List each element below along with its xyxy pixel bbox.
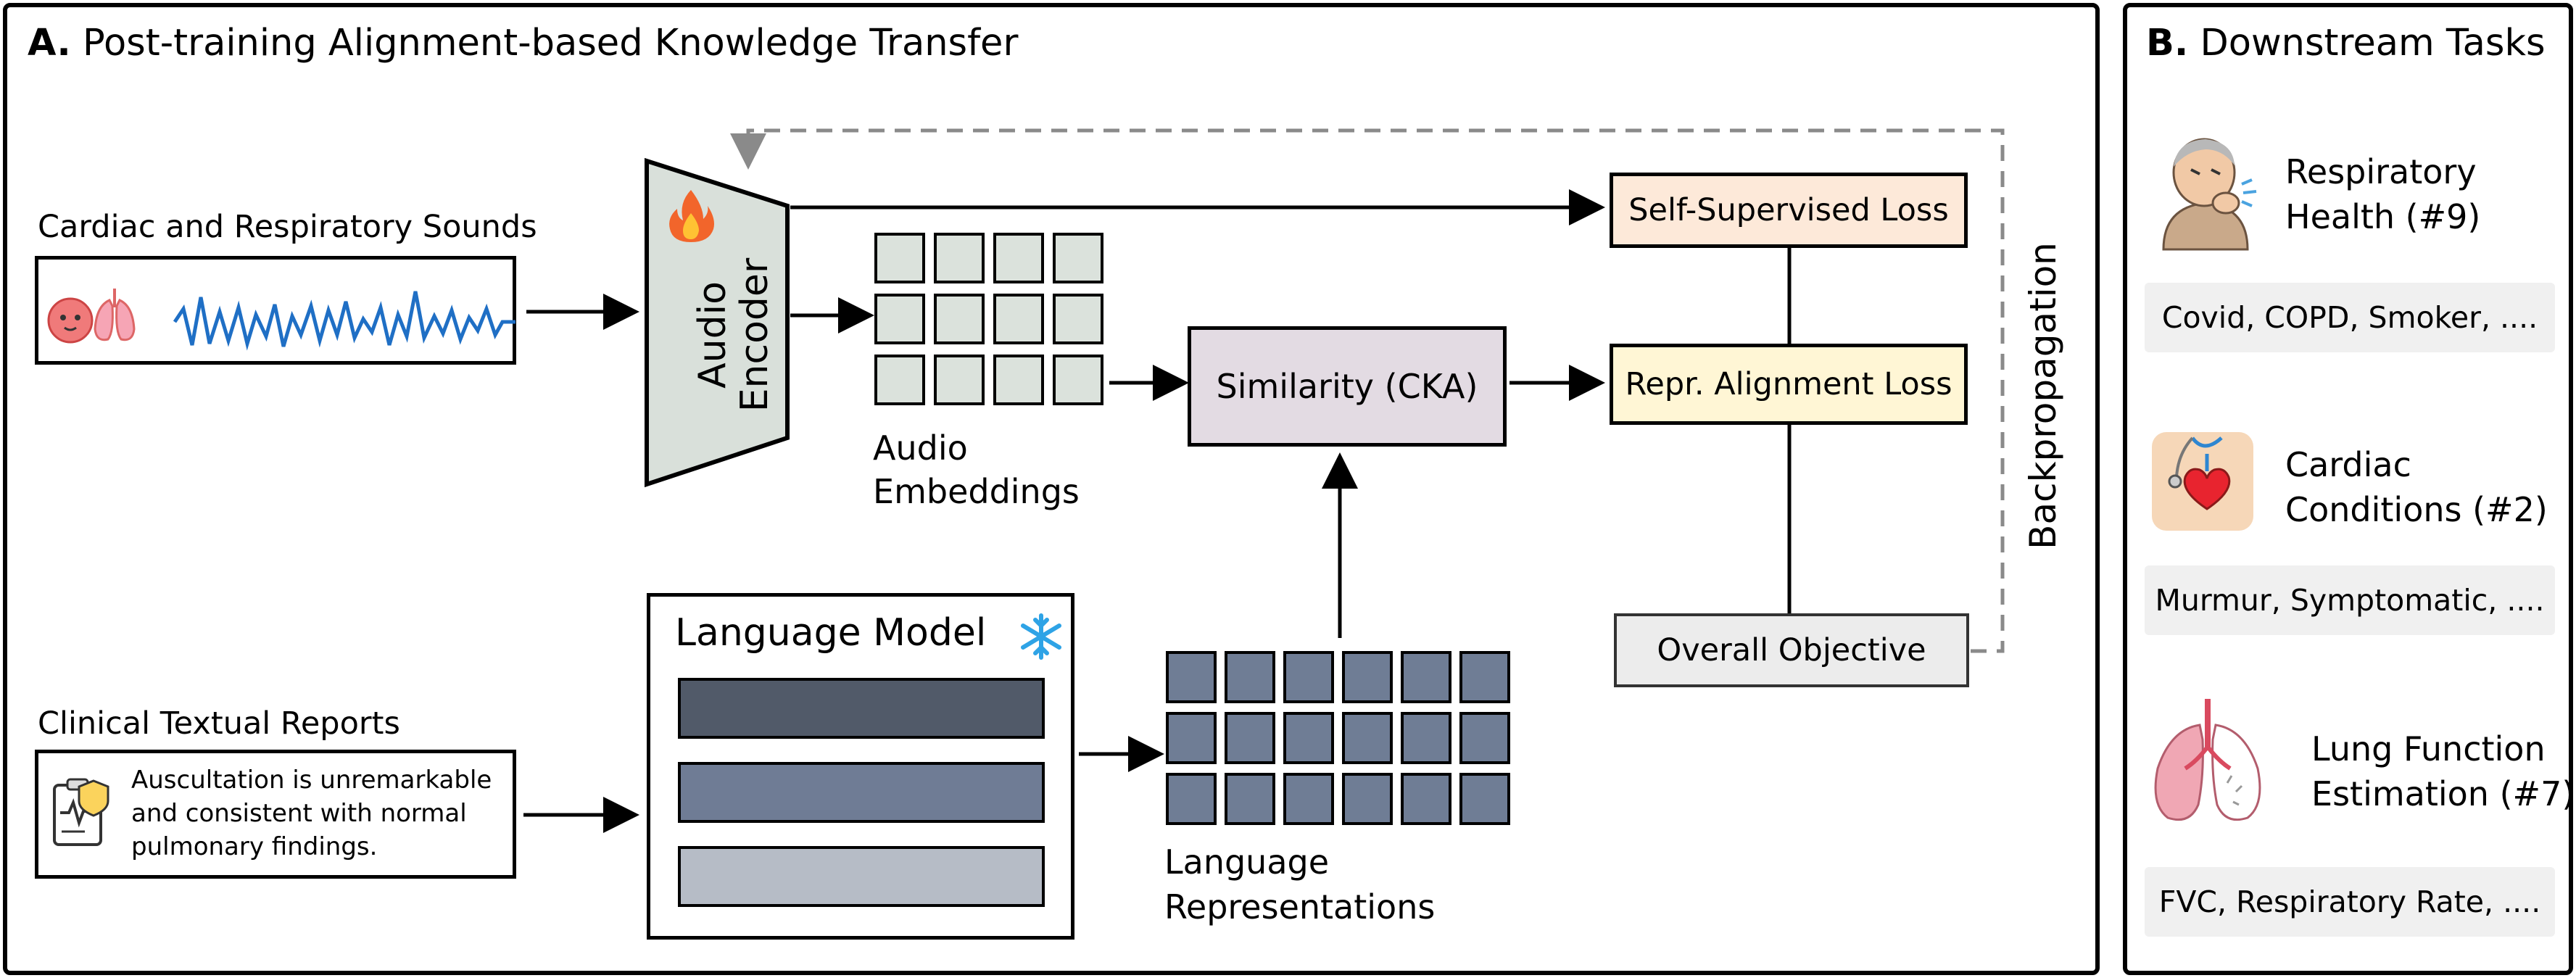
task-1-name-line-1: Respiratory <box>2285 152 2477 191</box>
language-repr-cell <box>1225 712 1275 764</box>
text-input-label: Clinical Textual Reports <box>38 705 400 742</box>
backprop-dashed-path <box>730 128 2005 653</box>
heart-stethoscope-icon <box>2152 432 2253 531</box>
audio-embeddings-line-2: Embeddings <box>873 472 1080 511</box>
lm-layer-1 <box>678 678 1045 739</box>
audio-embedding-cell <box>1053 233 1103 283</box>
audio-embeddings-grid <box>874 233 1103 405</box>
fire-icon <box>669 190 714 242</box>
waveform <box>173 291 515 351</box>
audio-encoder-line-2: Encoder <box>733 257 776 413</box>
coughing-person-icon <box>2162 138 2257 251</box>
ral-box: Repr. Alignment Loss <box>1610 344 1968 425</box>
audio-embedding-cell <box>993 294 1044 344</box>
language-repr-line-1: Language <box>1164 842 1330 882</box>
language-repr-cell <box>1225 651 1275 703</box>
panel-a <box>3 3 2100 975</box>
panel-b-label: B. <box>2146 22 2189 65</box>
language-repr-cell <box>1166 651 1217 703</box>
report-icon <box>53 778 109 846</box>
language-repr-label: Language Representations <box>1164 840 1435 929</box>
lungs-icon <box>94 289 136 341</box>
audio-encoder-label: Audio Encoder <box>661 255 806 415</box>
language-repr-cell <box>1401 651 1451 703</box>
ssl-label: Self-Supervised Loss <box>1628 192 1949 228</box>
panel-b-title: B. Downstream Tasks <box>2146 22 2546 65</box>
audio-embedding-cell <box>874 294 925 344</box>
language-repr-cell <box>1401 712 1451 764</box>
language-repr-cell <box>1342 651 1393 703</box>
report-box: Auscultation is unremarkable and consist… <box>35 750 516 879</box>
lungs-icon <box>2154 699 2261 821</box>
report-line-2: and consistent with normal <box>131 799 467 828</box>
audio-embedding-cell <box>934 355 985 405</box>
audio-embedding-cell <box>934 294 985 344</box>
language-repr-cell <box>1342 773 1393 825</box>
language-repr-cell <box>1166 773 1217 825</box>
language-repr-cell <box>1459 712 1510 764</box>
audio-embeddings-line-1: Audio <box>873 428 968 468</box>
language-repr-cell <box>1283 651 1334 703</box>
task-3-name-line-2: Estimation (#7) <box>2311 774 2575 813</box>
audio-embedding-cell <box>874 233 925 283</box>
ssl-box: Self-Supervised Loss <box>1610 173 1968 248</box>
audio-encoder-shape <box>645 157 790 488</box>
task-2-name-line-2: Conditions (#2) <box>2285 490 2548 529</box>
language-repr-cell <box>1283 773 1334 825</box>
audio-embedding-cell <box>1053 355 1103 405</box>
panel-b <box>2123 3 2573 975</box>
language-model-title: Language Model <box>675 611 987 655</box>
report-text: Auscultation is unremarkable and consist… <box>131 763 492 863</box>
language-repr-cell <box>1283 712 1334 764</box>
similarity-box: Similarity (CKA) <box>1188 326 1507 447</box>
audio-embeddings-label: Audio Embeddings <box>873 426 1080 513</box>
panel-a-title-text: Post-training Alignment-based Knowledge … <box>83 22 1019 65</box>
task-3-name: Lung Function Estimation (#7) <box>2311 726 2575 816</box>
panel-a-label: A. <box>28 22 71 65</box>
lm-layer-3 <box>678 846 1045 907</box>
audio-embedding-cell <box>1053 294 1103 344</box>
heart-icon <box>47 297 94 344</box>
language-repr-cell <box>1342 712 1393 764</box>
lm-layer-2 <box>678 762 1045 823</box>
audio-encoder-line-1: Audio <box>691 281 734 389</box>
backpropagation-label: Backpropagation <box>2022 242 2064 550</box>
audio-embedding-cell <box>874 355 925 405</box>
task-1-examples: Covid, COPD, Smoker, .... <box>2145 283 2555 352</box>
task-2-name-line-1: Cardiac <box>2285 445 2411 484</box>
overall-objective-box: Overall Objective <box>1614 613 1969 687</box>
language-repr-line-2: Representations <box>1164 887 1436 927</box>
language-repr-cell <box>1459 773 1510 825</box>
language-repr-cell <box>1401 773 1451 825</box>
audio-embedding-cell <box>934 233 985 283</box>
report-line-3: pulmonary findings. <box>131 832 378 861</box>
report-line-1: Auscultation is unremarkable <box>131 766 492 795</box>
panel-b-title-text: Downstream Tasks <box>2200 22 2546 65</box>
task-1-name-line-2: Health (#9) <box>2285 197 2481 236</box>
panel-a-title: A. Post-training Alignment-based Knowled… <box>28 22 1018 65</box>
overall-objective-label: Overall Objective <box>1657 632 1926 668</box>
language-repr-cell <box>1166 712 1217 764</box>
audio-input-label: Cardiac and Respiratory Sounds <box>38 209 537 245</box>
ral-label: Repr. Alignment Loss <box>1625 366 1952 402</box>
task-3-name-line-1: Lung Function <box>2311 729 2546 768</box>
audio-embedding-cell <box>993 233 1044 283</box>
task-1-name: Respiratory Health (#9) <box>2285 149 2480 239</box>
task-2-name: Cardiac Conditions (#2) <box>2285 442 2548 532</box>
similarity-label: Similarity (CKA) <box>1216 367 1478 406</box>
audio-input-box <box>35 256 516 365</box>
audio-embedding-cell <box>993 355 1044 405</box>
snowflake-icon <box>1021 613 1061 660</box>
language-repr-cell <box>1225 773 1275 825</box>
language-model-box: Language Model <box>647 593 1074 940</box>
language-repr-cell <box>1459 651 1510 703</box>
backpropagation-wrap: Backpropagation <box>2000 242 2087 550</box>
task-2-examples: Murmur, Symptomatic, .... <box>2145 565 2555 635</box>
language-repr-grid <box>1166 651 1510 825</box>
task-3-examples: FVC, Respiratory Rate, .... <box>2145 867 2555 937</box>
audio-input-graphics <box>47 289 515 351</box>
